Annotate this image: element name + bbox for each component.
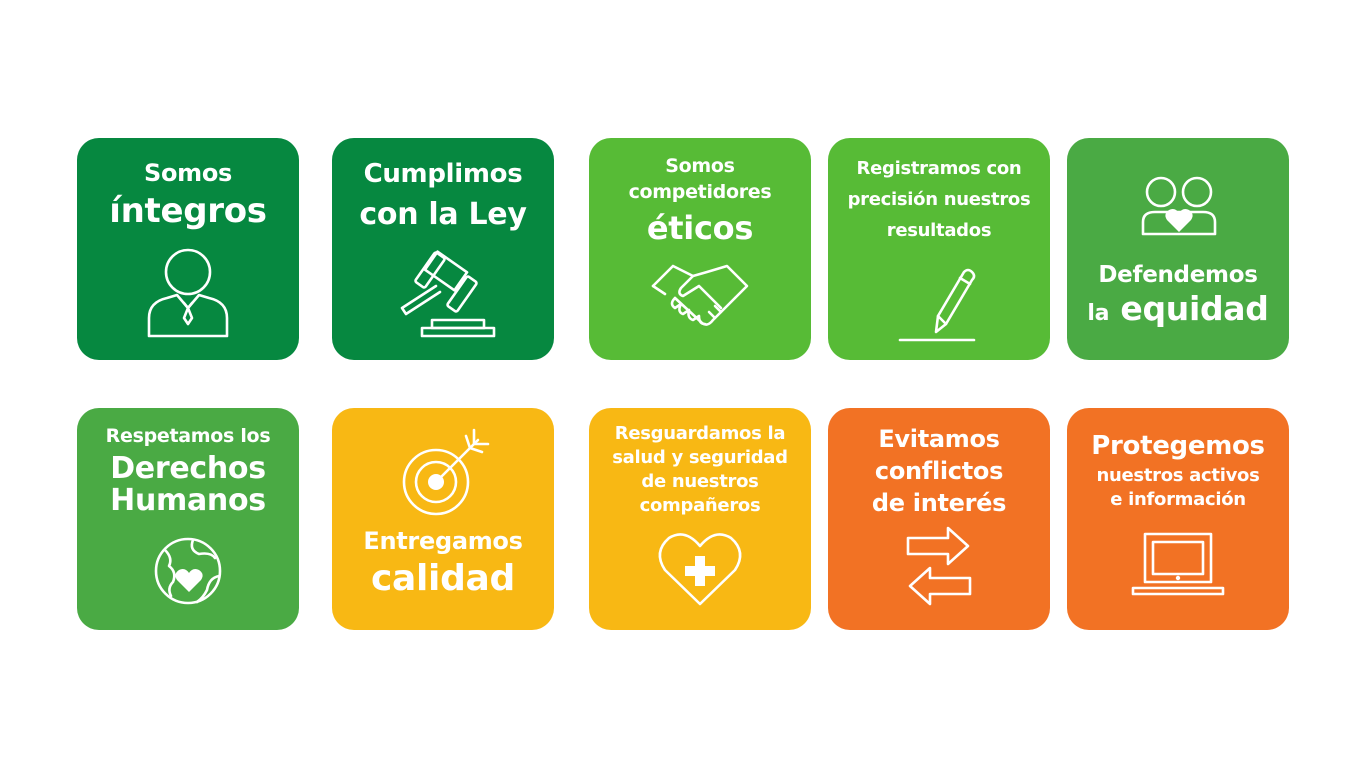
card-line: Resguardamos la (614, 423, 786, 444)
value-card-derechos: Respetamos los Derechos Humanos (77, 408, 299, 630)
card-line: nuestros activos (1096, 465, 1260, 486)
card-line: precisión nuestros (847, 189, 1031, 210)
card-line: la equidad (1067, 290, 1289, 328)
people-heart-icon (1141, 176, 1217, 236)
card-line: Somos (143, 159, 233, 187)
card-line: Respetamos los (105, 425, 271, 447)
value-card-salud: Resguardamos la salud y seguridad de nue… (589, 408, 811, 630)
card-line: resultados (886, 220, 992, 241)
card-line: de interés (871, 489, 1007, 517)
card-line: compañeros (639, 495, 761, 516)
card-line: íntegros (109, 191, 267, 231)
card-line: calidad (370, 558, 516, 599)
globe-heart-icon (154, 537, 222, 605)
value-card-integros: Somos íntegros (77, 138, 299, 360)
value-card-eticos: Somos competidores éticos (589, 138, 811, 360)
value-card-resultados: Registramos con precisión nuestros resul… (828, 138, 1050, 360)
heart-cross-icon (658, 533, 742, 606)
card-line: Humanos (110, 483, 266, 518)
card-line: competidores (628, 181, 772, 203)
card-line: Registramos con (856, 158, 1022, 179)
value-card-calidad: Entregamos calidad (332, 408, 554, 630)
card-line-big: equidad (1120, 289, 1269, 328)
card-line-small: la (1087, 301, 1110, 326)
card-line: Derechos (110, 451, 266, 486)
laptop-icon (1131, 532, 1225, 596)
card-line: de nuestros (641, 471, 759, 492)
card-line: Defendemos (1098, 262, 1258, 288)
gavel-icon (400, 250, 496, 338)
value-card-conflictos: Evitamos conflictos de interés (828, 408, 1050, 630)
card-line: éticos (646, 209, 754, 247)
pencil-icon (898, 268, 976, 342)
card-line: Protegemos (1091, 431, 1265, 461)
arrows-icon (906, 526, 972, 606)
value-card-activos: Protegemos nuestros activos e informació… (1067, 408, 1289, 630)
card-line: Evitamos (878, 425, 1000, 453)
handshake-icon (651, 264, 749, 326)
value-card-equidad: Defendemos la equidad (1067, 138, 1289, 360)
card-line: con la Ley (359, 197, 527, 232)
card-line: e información (1110, 489, 1246, 510)
businessman-icon (147, 248, 229, 338)
card-line: conflictos (874, 457, 1004, 485)
card-line: salud y seguridad (612, 447, 788, 468)
card-line: Cumplimos (363, 159, 523, 189)
value-card-ley: Cumplimos con la Ley (332, 138, 554, 360)
card-line: Somos (665, 155, 735, 177)
target-icon (402, 428, 490, 516)
card-line: Entregamos (363, 527, 523, 555)
